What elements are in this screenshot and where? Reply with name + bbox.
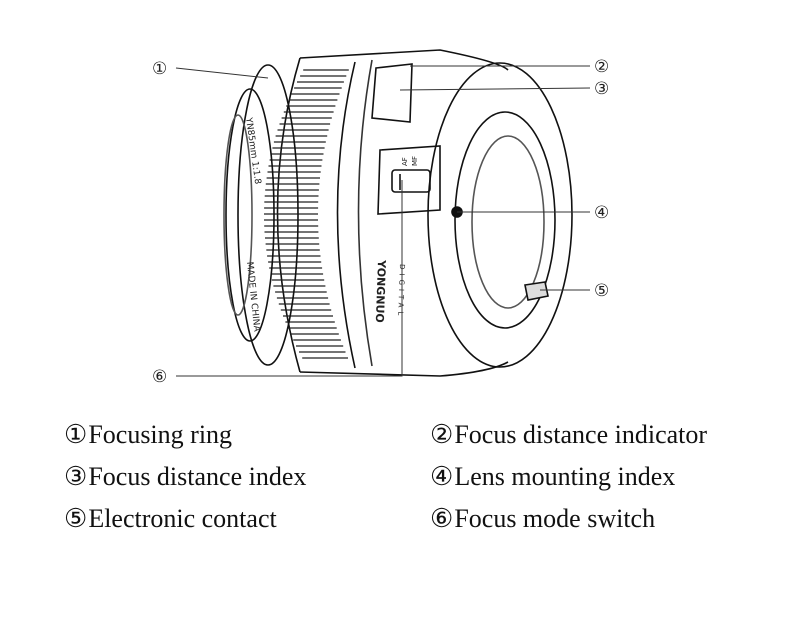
leader-lines (175, 65, 591, 377)
front-element (223, 114, 253, 316)
callout-6: ⑥ (152, 367, 167, 387)
lens-diagram: YN85mm 1:1.8 MADE IN CHINA YONGNUO DIGIT… (152, 49, 609, 387)
brand-text: YONGNUO (373, 259, 388, 323)
legend-item-focusing-ring: ①Focusing ring (64, 420, 233, 449)
brand-sub-text: DIGITAL (396, 264, 406, 320)
front-ring-inner (225, 88, 275, 342)
legend-item-focus-distance-indicator: ②Focus distance indicator (430, 420, 708, 449)
callout-5: ⑤ (594, 281, 609, 301)
legend-item-focus-distance-index: ③Focus distance index (64, 462, 307, 491)
focusing-ring-ribs (264, 69, 349, 359)
barrel-spec-text: YN85mm 1:1.8 (243, 116, 262, 185)
callout-2: ② (594, 57, 609, 77)
mount-inner (471, 135, 545, 309)
distance-window (371, 63, 413, 123)
mount-bayonet (454, 111, 556, 329)
electronic-contact (524, 281, 549, 301)
callout-numbers: ① ② ③ ④ ⑤ ⑥ (152, 57, 609, 387)
front-ring-outer (237, 64, 299, 366)
switch-panel (377, 145, 441, 215)
legend-item-electronic-contact: ⑤Electronic contact (64, 504, 277, 533)
lens-illustration (223, 49, 573, 377)
lens-body (299, 49, 509, 377)
callout-3: ③ (594, 79, 609, 99)
switch-label-mf: MF (411, 156, 419, 166)
switch-slider (391, 169, 431, 193)
legend-item-focus-mode-switch: ⑥Focus mode switch (430, 504, 656, 533)
legend-item-lens-mounting-index: ④Lens mounting index (430, 462, 676, 491)
callout-1: ① (152, 59, 167, 79)
mount-outer (427, 62, 573, 368)
callout-4: ④ (594, 203, 609, 223)
switch-label-af: AF (401, 157, 409, 166)
focusing-ring-outline (276, 57, 356, 373)
